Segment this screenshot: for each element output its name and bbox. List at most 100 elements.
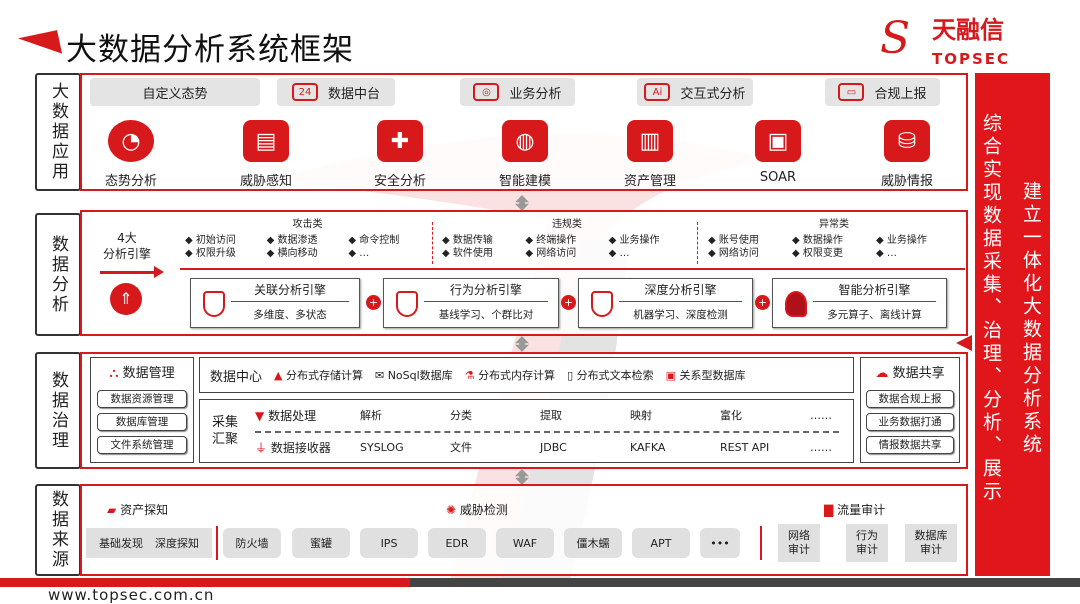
- app-label: 安全分析: [373, 174, 426, 189]
- funnel-icon: ▼: [255, 409, 265, 423]
- divider: [180, 268, 965, 270]
- arrow-head-icon: [154, 266, 164, 278]
- layer-label-governance: 数据治理: [35, 352, 81, 469]
- logo-s-mark: S: [880, 13, 911, 64]
- app-threat-awareness[interactable]: ▤威胁感知: [221, 120, 311, 189]
- app-security-analysis[interactable]: ✚ 安全分析: [355, 120, 445, 189]
- collect-panel: 采集 汇聚 ▼ 数据处理 解析分类提取映射富化…… ⏚ 数据接收器 SYSLOG…: [199, 399, 854, 463]
- engine-desc: 多维度、多状态: [253, 309, 327, 321]
- layer-label-app: 大数据应用: [35, 73, 81, 191]
- source-item[interactable]: 蜜罐: [292, 528, 350, 558]
- row-item: 解析: [360, 409, 382, 422]
- source-item[interactable]: WAF: [496, 528, 554, 558]
- share-item[interactable]: 业务数据打通: [866, 413, 954, 431]
- engine-intelligent[interactable]: 智能分析引擎多元算子、离线计算: [772, 278, 947, 328]
- category-item: ◆ 终端操作: [525, 235, 577, 246]
- data-center-title: 数据中心: [210, 369, 263, 385]
- topsec-logo: S 天融信 TOPSEC: [880, 14, 1050, 70]
- screen-icon: ▤: [243, 120, 289, 162]
- layer-label-analysis: 数据分析: [35, 213, 81, 336]
- mgmt-item[interactable]: 数据库管理: [97, 413, 187, 431]
- app-smart-modeling[interactable]: ◍智能建模: [480, 120, 570, 189]
- app-label: SOAR: [759, 170, 797, 185]
- category-item: ◆ 命令控制: [348, 235, 400, 246]
- group-threat-title: ✺ 威胁检测: [446, 503, 508, 517]
- data-share-panel: ☁ 数据共享 数据合规上报 业务数据打通 情报数据共享: [860, 357, 960, 463]
- category-item: ◆ 数据传输: [442, 235, 493, 246]
- category-item: ◆ 业务操作: [608, 235, 660, 246]
- target-icon: ✺: [446, 503, 457, 517]
- divider: [760, 526, 762, 560]
- category-title: 异常类: [819, 219, 849, 230]
- tab-custom-situation[interactable]: 自定义态势: [90, 78, 260, 106]
- pointer-icon: [956, 335, 972, 351]
- row-name: ⏚ 数据接收器: [255, 441, 331, 455]
- plus-icon: +: [366, 295, 381, 310]
- category-item: ◆ 数据操作: [792, 235, 843, 246]
- mgmt-item[interactable]: 文件系统管理: [97, 436, 187, 454]
- data-share-title: ☁ 数据共享: [875, 366, 945, 381]
- source-item[interactable]: 基础发现: [99, 537, 143, 550]
- row-item: ……: [810, 409, 832, 422]
- app-soar[interactable]: ▣SOAR: [733, 120, 823, 185]
- engine-count-label: 4大 分析引擎: [102, 231, 151, 261]
- source-item[interactable]: 防火墙: [223, 528, 281, 558]
- app-situation[interactable]: ◔ 态势分析: [86, 120, 176, 189]
- category-item: ◆ 软件使用: [442, 248, 493, 259]
- plus-icon: +: [561, 295, 576, 310]
- plug-icon: ⏚: [255, 441, 268, 455]
- app-asset-management[interactable]: ▥资产管理: [605, 120, 695, 189]
- row-item: 映射: [630, 409, 652, 422]
- microscope-icon: ⚗: [464, 369, 475, 382]
- org-chart-icon: ⛬: [109, 366, 119, 381]
- category-item: ◆ 网络访问: [708, 248, 759, 259]
- tab-label: 自定义态势: [142, 86, 208, 102]
- source-item[interactable]: EDR: [428, 528, 486, 558]
- row-item: SYSLOG: [360, 441, 404, 454]
- user-shield-icon: [396, 291, 418, 317]
- source-item[interactable]: 僵木蠕: [564, 528, 622, 558]
- share-icon: ☁: [875, 366, 889, 381]
- source-item[interactable]: 深度探知: [155, 537, 199, 550]
- source-item[interactable]: •••: [700, 528, 740, 558]
- row-item: 文件: [450, 441, 472, 454]
- source-item[interactable]: 网络 审计: [778, 524, 820, 562]
- database-icon: ⛁: [884, 120, 930, 162]
- share-item[interactable]: 数据合规上报: [866, 390, 954, 408]
- source-item[interactable]: 行为 审计: [846, 524, 888, 562]
- category-item: ◆ 初始访问: [185, 235, 236, 246]
- page-title: 大数据分析系统框架: [66, 32, 354, 68]
- app-threat-intel[interactable]: ⛁威胁情报: [862, 120, 952, 189]
- row-item: 富化: [720, 409, 742, 422]
- engine-correlation[interactable]: 关联分析引擎多维度、多状态: [190, 278, 360, 328]
- tab-business-analysis[interactable]: ◎业务分析: [460, 78, 575, 106]
- summary-text-right: 建立一体化大数据分析系统: [1020, 181, 1042, 457]
- source-item[interactable]: APT: [632, 528, 690, 558]
- gauge-icon: ◔: [108, 120, 154, 162]
- source-item[interactable]: 数据库 审计: [905, 524, 957, 562]
- tab-label: 数据中台: [327, 86, 380, 102]
- center-item: ✉ NoSql数据库: [374, 369, 453, 382]
- category-item: ◆ 横向移动: [266, 248, 318, 259]
- monitor-icon: ▇: [824, 503, 834, 517]
- medkit-icon: ✚: [377, 120, 423, 162]
- engine-behavior[interactable]: 行为分析引擎基线学习、个群比对: [383, 278, 559, 328]
- document-icon: ▯: [567, 369, 574, 382]
- summary-panel: 综合实现数据采集、治理、分析、展示 建立一体化大数据分析系统: [975, 73, 1050, 576]
- app-label: 态势分析: [104, 174, 157, 189]
- footer-url[interactable]: www.topsec.com.cn: [48, 586, 215, 604]
- share-item[interactable]: 情报数据共享: [866, 436, 954, 454]
- category-violation: 违规类 ◆ 数据传输 ◆ 终端操作 ◆ 业务操作 ◆ 软件使用 ◆ 网络访问 ◆…: [442, 218, 692, 260]
- engine-deep[interactable]: 深度分析引擎机器学习、深度检测: [578, 278, 753, 328]
- flow-arrow-icon: [515, 336, 529, 352]
- row-item: 提取: [540, 409, 562, 422]
- engine-name: 深度分析引擎: [619, 282, 742, 302]
- brain-head-icon: [785, 291, 807, 317]
- source-item[interactable]: IPS: [360, 528, 418, 558]
- tab-compliance-report[interactable]: ▭合规上报: [825, 78, 940, 106]
- mgmt-item[interactable]: 数据资源管理: [97, 390, 187, 408]
- group-traffic-title: ▇ 流量审计: [824, 503, 886, 517]
